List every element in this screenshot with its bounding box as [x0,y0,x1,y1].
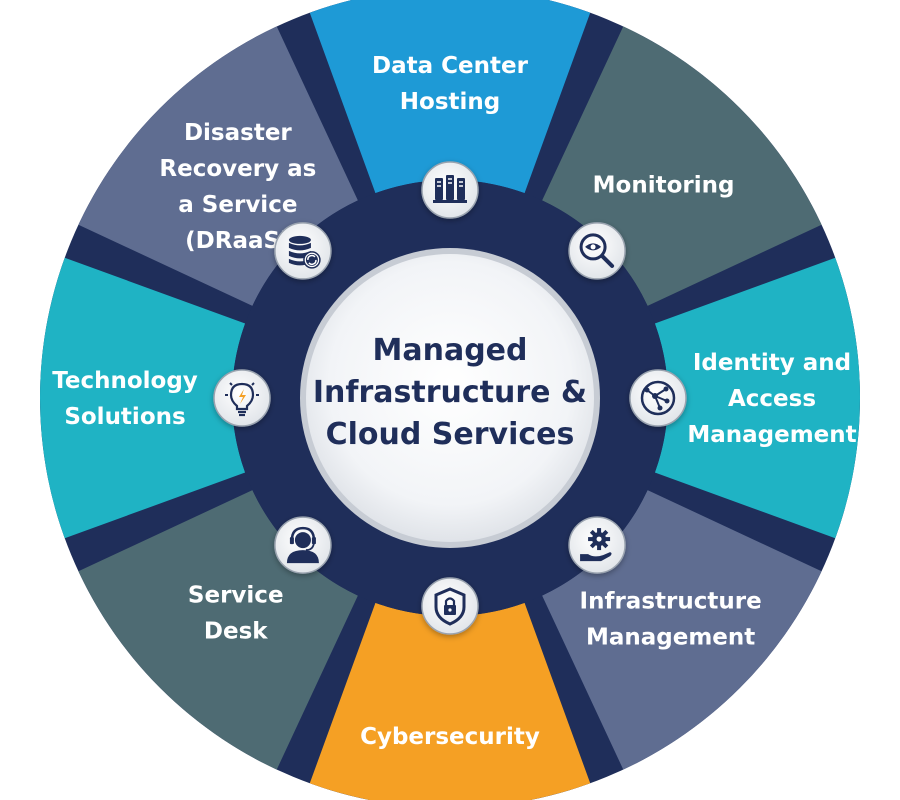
magnifier-eye-icon [579,233,615,268]
center-title: Managed Infrastructure & Cloud Services [313,333,587,452]
label-monitoring: Monitoring [593,172,735,198]
badge-identity-and-access-management[interactable] [629,369,687,427]
center-title-line: Managed [373,333,528,368]
badge-disaster-recovery[interactable] [274,222,332,280]
segment-identity-and-access-management[interactable] [654,257,861,539]
center-title-line: Infrastructure & [313,375,587,410]
badge-service-desk[interactable] [274,516,332,574]
database-sync-icon [288,235,321,269]
segment-label-line: Hosting [400,89,500,115]
shield-lock-icon [434,587,466,626]
segment-cybersecurity[interactable] [309,602,591,800]
segment-label-line: Infrastructure [580,589,762,615]
label-cybersecurity: Cybersecurity [360,724,540,750]
badge-data-center-hosting[interactable] [421,161,479,219]
segment-label-line: Disaster [184,120,292,146]
network-nodes-icon [640,380,676,416]
lightbulb-icon [225,382,259,417]
segment-label-line: Desk [204,618,268,644]
badge-cybersecurity[interactable] [421,577,479,635]
segment-label-line: Solutions [64,404,185,430]
segment-label-line: Technology [52,368,198,394]
segment-data-center-hosting[interactable] [309,0,591,194]
segment-label-line: (DRaaS) [185,228,290,254]
badge-infrastructure-management[interactable] [568,516,626,574]
segment-label-line: Access [728,386,816,412]
segment-label-line: Management [687,422,856,448]
segment-label-line: Cybersecurity [360,724,540,750]
segment-label-line: a Service [178,192,297,218]
badge-technology-solutions[interactable] [213,369,271,427]
segment-technology-solutions[interactable] [39,257,246,539]
segment-label-line: Service [188,582,284,608]
segment-label-line: Recovery as [159,156,316,182]
badges-layer [213,161,687,635]
center-circle [306,254,594,542]
segment-label-line: Identity and [693,350,851,376]
server-rack-icon [433,175,467,203]
segment-label-line: Monitoring [593,172,735,198]
segment-label-line: Data Center [372,53,529,79]
headset-agent-icon [286,526,319,564]
center-title-line: Cloud Services [326,417,575,452]
segment-label-line: Management [586,625,755,651]
gear-hand-icon [580,528,612,562]
badge-monitoring[interactable] [568,222,626,280]
